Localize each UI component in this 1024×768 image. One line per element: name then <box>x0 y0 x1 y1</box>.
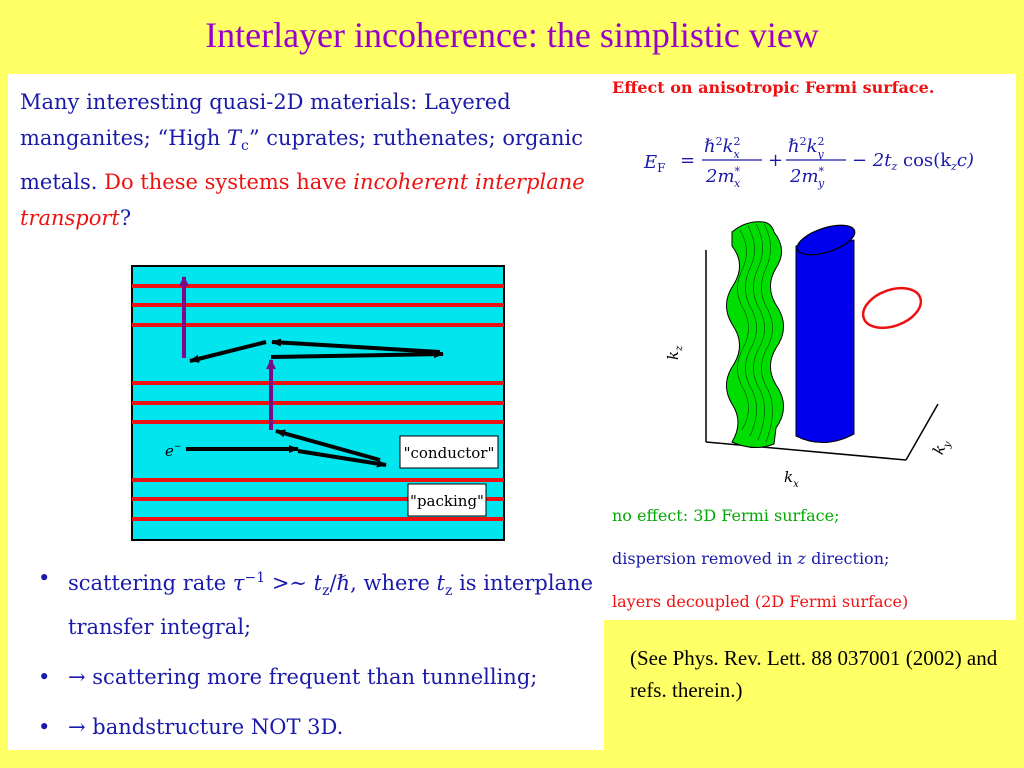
slide-title: Interlayer incoherence: the simplistic v… <box>205 15 819 55</box>
bullet-scattering-rate: scattering rate τ−1 >∼ tz/ℏ, where tz is… <box>28 560 598 645</box>
cylindrical-fermi-surface <box>795 239 855 443</box>
kx-axis-label: kx <box>784 468 799 490</box>
packing-box <box>407 483 487 517</box>
note-direction-text: direction; <box>805 549 890 568</box>
note-layers-decoupled: layers decoupled (2D Fermi surface) <box>612 592 909 611</box>
layered-transport-diagram: e− "conductor" "packing" <box>131 265 505 541</box>
fermi-surface-title: Effect on anisotropic Fermi surface. <box>612 78 935 97</box>
note-dispersion-removed: dispersion removed in z direction; <box>612 537 908 580</box>
svg-text:+: + <box>768 150 783 171</box>
arrow-symbol: → <box>68 715 86 740</box>
intro-question: Do these systems have incoherent interpl… <box>20 170 585 230</box>
bullet-1-text-c: is interplane transfer integral; <box>68 571 594 640</box>
question-text: Do these systems have <box>104 170 354 195</box>
right-panel: Effect on anisotropic Fermi surface. EF … <box>604 74 1016 620</box>
svg-text:EF: EF <box>643 152 665 175</box>
corrugated-fermi-surface <box>726 221 784 448</box>
bullet-1-text-b: where <box>356 571 437 595</box>
z-symbol: z <box>797 549 806 568</box>
tz-subscript-2: z <box>445 583 453 600</box>
hbar-divisor: /ℏ, <box>329 571 357 595</box>
left-panel: Many interesting quasi-2D materials: Lay… <box>8 74 604 750</box>
svg-text:2m*x: 2m*x <box>705 165 741 190</box>
arrow-symbol: → <box>68 665 86 690</box>
intro-text-2: ” cuprates; ruthenates; organic metals. <box>20 126 583 195</box>
question-italic: incoherent interplane transport <box>20 170 585 231</box>
svg-text:2m*y: 2m*y <box>789 165 825 190</box>
svg-text:=: = <box>680 150 695 171</box>
bullet-scattering-frequent: → scattering more frequent than tunnelli… <box>28 659 598 695</box>
electron-path <box>179 276 444 468</box>
packing-label: "packing" <box>410 492 484 510</box>
cylinder-top <box>796 224 856 256</box>
note-3d-surface: no effect: 3D Fermi surface; <box>612 506 840 525</box>
tau-symbol: τ <box>232 571 245 595</box>
note-dispersion-text: dispersion removed in <box>612 549 798 568</box>
fermi-notes: no effect: 3D Fermi surface; dispersion … <box>612 494 908 623</box>
corrugation-lines <box>737 223 773 443</box>
bullet-bandstructure: → bandstructure NOT 3D. <box>28 709 598 745</box>
conductor-label: "conductor" <box>404 444 495 462</box>
decoupled-layer-ring <box>861 286 923 330</box>
electron-label: e− <box>165 442 181 460</box>
tz-symbol: >∼ t <box>265 571 323 595</box>
bullet-1-text-a: scattering rate <box>68 571 233 595</box>
layer-lines <box>132 284 504 521</box>
tz-subscript: z <box>322 583 330 600</box>
reference-citation: (See Phys. Rev. Lett. 88 037001 (2002) a… <box>630 646 998 702</box>
question-end: ? <box>119 206 132 231</box>
kz-axis-label: kz <box>664 345 685 360</box>
conductor-box <box>399 435 499 469</box>
tz-symbol-2: t <box>436 571 445 595</box>
svg-text:− 2tz cos(kzc): − 2tz cos(kzc) <box>852 150 974 173</box>
fermi-surface-plot: kz kx ky <box>664 221 954 490</box>
bullet-list: scattering rate τ−1 >∼ tz/ℏ, where tz is… <box>28 560 598 759</box>
intro-text-1: Many interesting quasi-2D materials: Lay… <box>20 90 511 150</box>
intro-paragraph: Many interesting quasi-2D materials: Lay… <box>20 84 592 236</box>
bullet-2-text: scattering more frequent than tunnelling… <box>85 665 538 690</box>
ky-axis-label: ky <box>929 436 954 457</box>
tc-symbol: T <box>226 126 241 150</box>
tau-exponent: −1 <box>244 570 266 586</box>
bullet-3-text: bandstructure NOT 3D. <box>85 715 344 740</box>
tc-subscript: c <box>240 138 249 155</box>
